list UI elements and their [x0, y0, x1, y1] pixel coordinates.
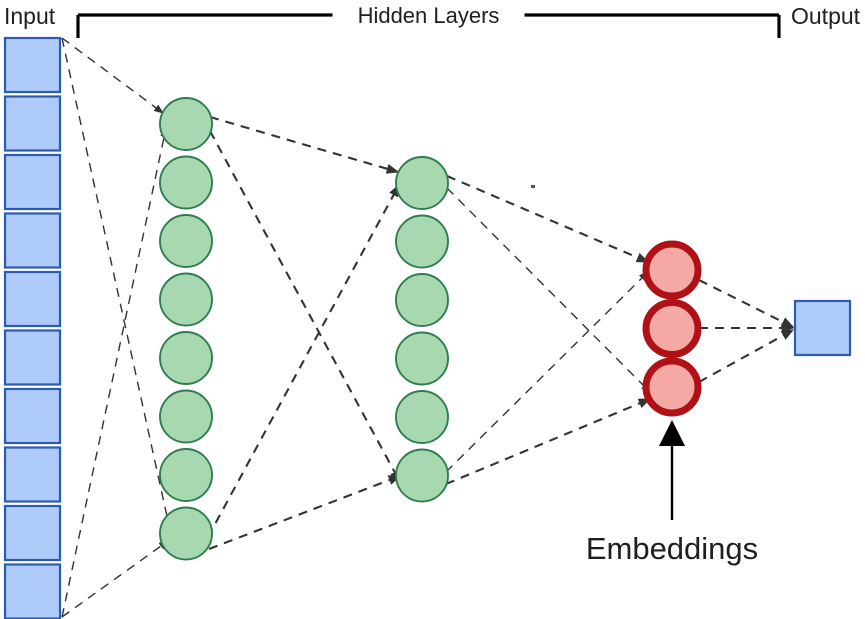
input-layer-nodes	[3, 36, 62, 619]
input-layer-node	[3, 36, 62, 94]
output-layer-nodes	[793, 299, 852, 357]
hidden-layer-2-nodes	[395, 156, 449, 503]
connection-line	[209, 115, 400, 174]
connection-line	[208, 475, 402, 550]
connection-line	[698, 329, 795, 383]
input-layer-node	[3, 504, 62, 562]
hidden-layer-1-nodes	[159, 97, 213, 561]
connection-line	[445, 398, 652, 485]
embedding-layer-node	[642, 240, 702, 300]
embeddings-callout-arrow	[659, 420, 685, 520]
output-layer-label: Output	[791, 3, 861, 29]
input-layer-node	[3, 387, 62, 445]
hidden-layers-label: Hidden Layers	[358, 3, 500, 28]
hidden-layer-2-node	[395, 448, 449, 503]
stray-dot	[531, 185, 535, 188]
input-layer-node	[3, 212, 62, 269]
hidden-layers-bracket	[76, 13, 781, 38]
input-layer-node	[3, 329, 62, 386]
hidden-layer-1-node	[159, 448, 213, 502]
connection-line	[209, 130, 401, 484]
connection-lines	[61, 37, 795, 618]
connection-line	[446, 187, 651, 393]
output-layer-node	[793, 299, 852, 357]
connection-line	[207, 183, 400, 538]
hidden-layer-1-node	[159, 272, 213, 327]
input-layer-label: Input	[4, 3, 56, 29]
embeddings-label: Embeddings	[586, 531, 758, 566]
hidden-layer-1-node	[159, 214, 213, 268]
input-layer-node	[3, 95, 62, 152]
connection-line	[61, 540, 169, 618]
hidden-layer-1-node	[159, 155, 213, 210]
connection-line	[446, 175, 650, 263]
input-layer-node	[3, 446, 62, 503]
embedding-layer-node	[642, 357, 702, 417]
connection-line	[61, 127, 168, 618]
embedding-layer-node	[642, 299, 702, 358]
hidden-layer-1-node	[159, 331, 213, 385]
hidden-layer-2-node	[395, 156, 449, 210]
connection-line	[698, 279, 795, 328]
hidden-layer-2-node	[395, 214, 449, 269]
embedding-layer-nodes	[642, 240, 702, 417]
connection-line	[61, 37, 171, 531]
connection-line	[445, 271, 649, 473]
input-layer-node	[3, 270, 62, 328]
connection-line	[61, 37, 164, 114]
embeddings-arrow-head	[659, 420, 685, 446]
hidden-layer-2-node	[395, 331, 449, 386]
hidden-layer-1-node	[159, 389, 213, 444]
input-layer-node	[3, 153, 62, 211]
hidden-layer-1-node	[159, 97, 213, 151]
hidden-layer-2-node	[395, 390, 449, 444]
hidden-layer-2-node	[395, 273, 449, 327]
hidden-layer-1-node	[159, 506, 213, 561]
stray-mark	[531, 185, 535, 188]
input-layer-node	[3, 563, 62, 619]
